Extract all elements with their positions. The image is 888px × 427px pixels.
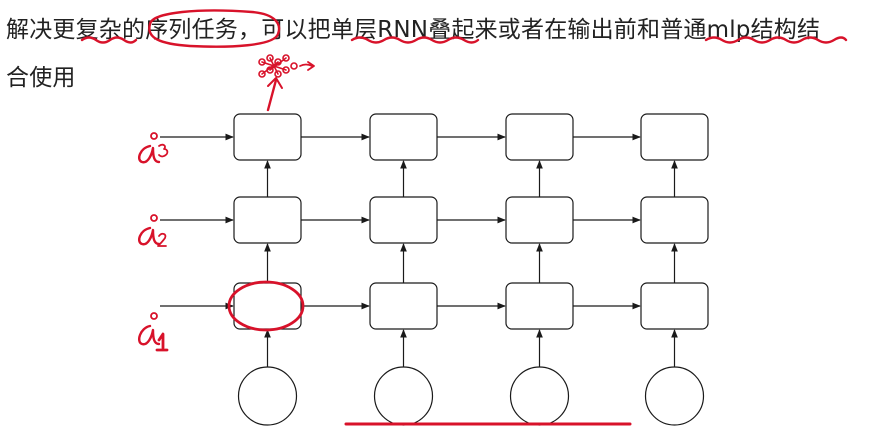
- underline-fuza: [80, 36, 138, 44]
- rnn-cell-layer1-step3: [505, 282, 574, 330]
- rnn-cell-grid: [233, 113, 709, 330]
- circle-xulie-renwu: [148, 9, 281, 48]
- label-a1: [138, 312, 169, 352]
- highlight-circle-first-cell: [227, 280, 305, 332]
- rnn-cell-layer3-step2: [369, 113, 438, 161]
- rnn-cell-layer2-step4: [640, 196, 709, 244]
- label-a3: [138, 132, 169, 164]
- underline-rnn-stack: [350, 36, 480, 44]
- underline-mlp: [704, 36, 848, 44]
- rnn-cell-layer3-step4: [640, 113, 709, 161]
- caption-text: 解决更复杂的序列任务，可以把单层RNN叠起来或者在输出前和普通mlp结构结 合使…: [6, 6, 886, 102]
- input-node-step4: [644, 366, 705, 426]
- output-arrow: [266, 78, 278, 112]
- rnn-cell-layer3-step1: [233, 113, 302, 161]
- rnn-cell-layer1-step2: [369, 282, 438, 330]
- input-nodes: [237, 366, 705, 426]
- rnn-cell-layer2-step2: [369, 196, 438, 244]
- caption-line-2: 合使用: [6, 65, 76, 91]
- input-node-step1: [237, 366, 298, 426]
- rnn-cell-layer1-step4: [640, 282, 709, 330]
- mini-mlp-scribble: [258, 54, 315, 78]
- label-a2: [138, 214, 167, 247]
- input-node-step3: [509, 366, 570, 426]
- rnn-connections: [160, 133, 678, 367]
- input-node-step2: [373, 366, 434, 426]
- handwritten-annotations: [80, 9, 848, 426]
- caption-line-1: 解决更复杂的序列任务，可以把单层RNN叠起来或者在输出前和普通mlp结构结: [6, 17, 821, 43]
- rnn-cell-layer2-step3: [505, 196, 574, 244]
- rnn-cell-layer2-step1: [233, 196, 302, 244]
- rnn-cell-layer3-step3: [505, 113, 574, 161]
